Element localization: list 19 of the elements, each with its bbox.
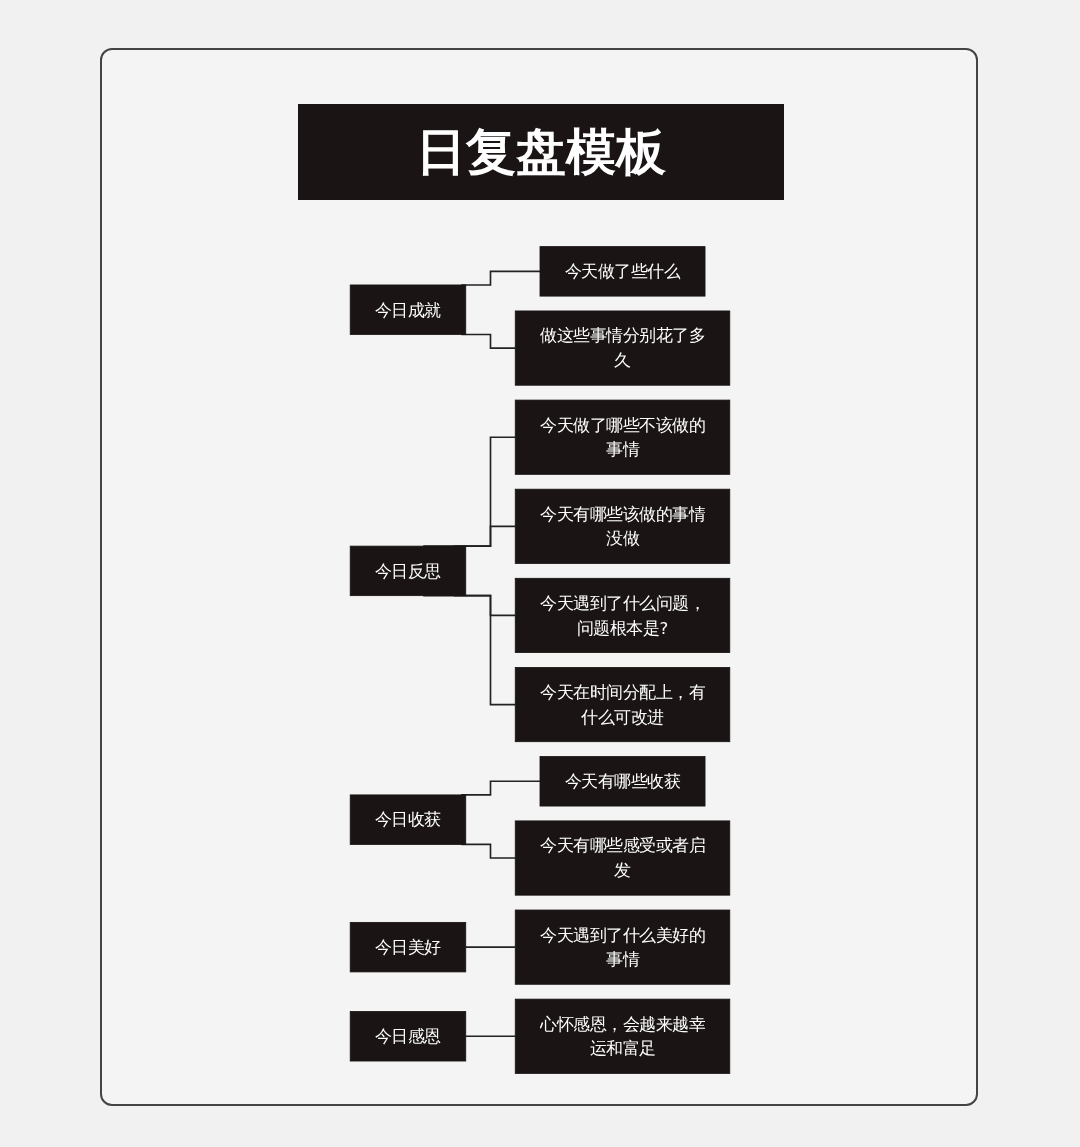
node-box bbox=[349, 794, 467, 845]
node-box bbox=[514, 577, 731, 653]
node-box bbox=[539, 756, 706, 807]
node-box bbox=[514, 310, 731, 386]
connector bbox=[464, 1035, 517, 1038]
node-box bbox=[514, 820, 731, 896]
node-box bbox=[514, 909, 731, 985]
node-box bbox=[349, 284, 467, 335]
node-box bbox=[349, 545, 467, 597]
card-background: 日复盘模板 今日成就 今天做了些什么 做这些事情分别花了多久 今日反思 今天做了哪些不该做的事情 今天有哪些该做的事情没做 今天遇到了什么问题，问题根本是? 今天在时间分配上，有什么可改进 今日收获 今天有哪些收获 今天有哪些感受或者启发 今日美好 今天遇到了什么美好的事情 今日感恩 心怀感恩，会越来越幸运和富足 bbox=[100, 48, 978, 1106]
node-box bbox=[349, 1011, 467, 1062]
node-box bbox=[514, 667, 731, 743]
node-box bbox=[514, 998, 731, 1074]
node-box bbox=[514, 399, 731, 475]
node-box bbox=[514, 488, 731, 564]
node-box bbox=[539, 246, 706, 297]
connector bbox=[464, 946, 517, 948]
node-box bbox=[349, 922, 467, 973]
title-banner: 日复盘模板 bbox=[298, 104, 784, 200]
